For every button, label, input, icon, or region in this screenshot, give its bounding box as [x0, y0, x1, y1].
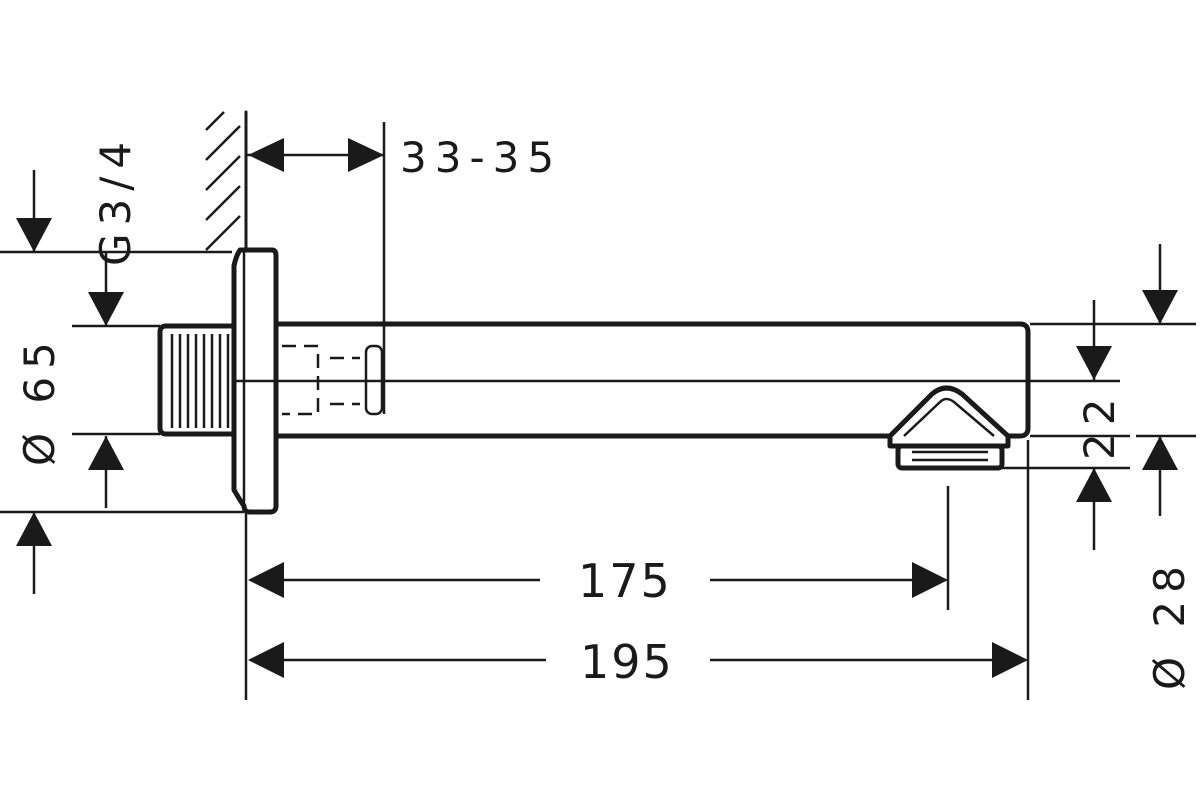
threaded-connector [157, 323, 234, 437]
dim-thread: G3/4 [0, 134, 232, 326]
dim-aerator-diameter: Ø 28 [1002, 244, 1196, 690]
dim-flange-diameter: Ø 65 [0, 324, 244, 594]
wall-hatching [205, 110, 248, 251]
dim-outlet-distance: 175 [244, 486, 950, 700]
flange-diameter-label: Ø 65 [15, 334, 64, 466]
hidden-fixing-screw [282, 344, 384, 416]
thread-label: G3/4 [91, 134, 140, 266]
spout-height-label: 22 [1075, 391, 1124, 460]
dim-total-length: 195 [248, 440, 1030, 700]
spout-body [232, 321, 1120, 439]
dim-wall-thickness: 33-35 [246, 122, 562, 414]
aerator-diameter-label: Ø 28 [1145, 558, 1194, 690]
wall-thickness-label: 33-35 [400, 133, 562, 182]
dim-spout-height: 22 [1030, 300, 1196, 550]
total-length-label: 195 [580, 635, 674, 689]
aerator [887, 385, 1011, 471]
outlet-distance-label: 175 [578, 554, 672, 608]
